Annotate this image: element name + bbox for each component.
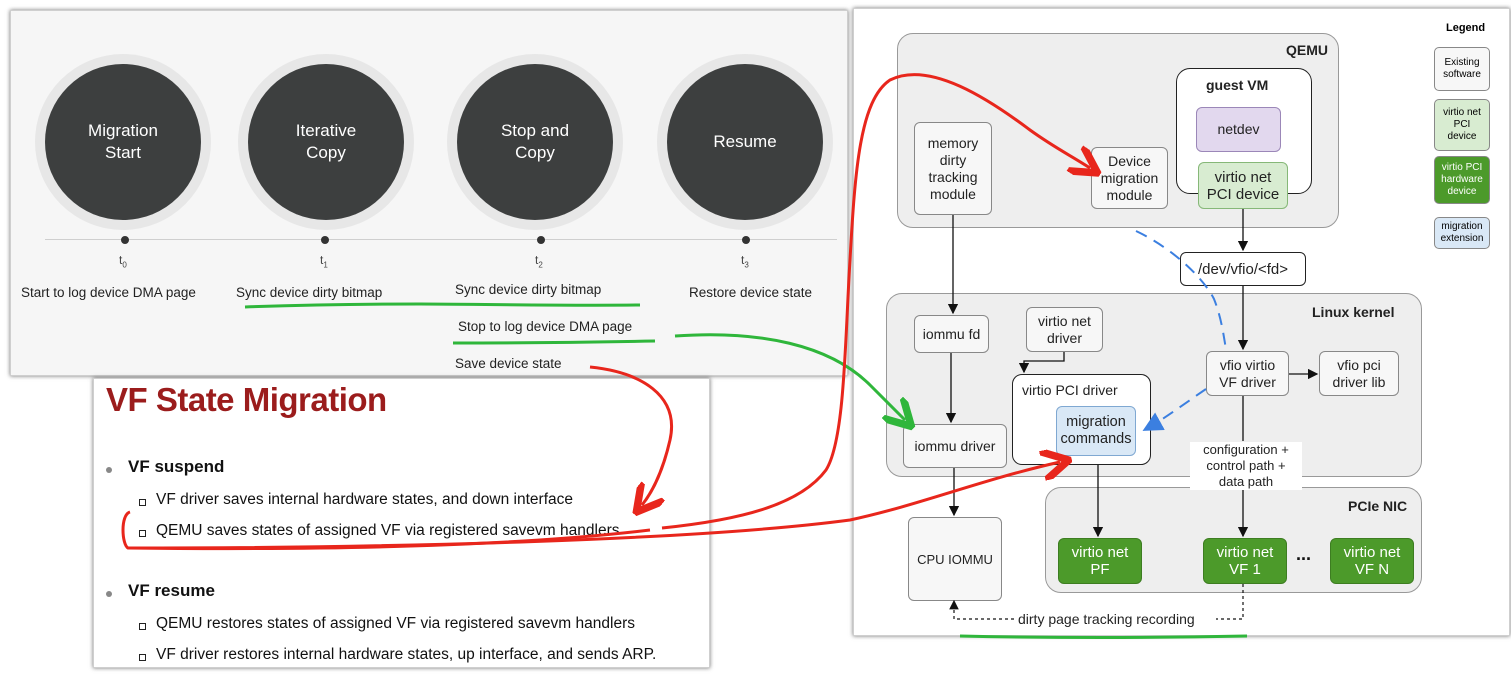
timeline-dot [321, 236, 329, 244]
vf-resume-item-1: QEMU restores states of assigned VF via … [156, 615, 635, 632]
qemu-label: QEMU [1286, 42, 1328, 58]
vf-suspend-item-1: VF driver saves internal hardware states… [156, 491, 573, 508]
timeline-axis [45, 239, 837, 240]
vf-resume-heading: VF resume [128, 581, 215, 600]
vf-resume-item-2: VF driver restores internal hardware sta… [156, 646, 657, 663]
timeline-dot [537, 236, 545, 244]
device-migration-module: Device migration module [1091, 147, 1168, 209]
tick-t1: t1 [320, 253, 328, 270]
dirty-page-tracking-recording: dirty page tracking recording [1016, 611, 1197, 627]
dev-vfio-fd: /dev/vfio/<fd> [1180, 252, 1306, 286]
timeline-dot [742, 236, 750, 244]
guest-vm-label: guest VM [1206, 77, 1269, 93]
virtio-net-vfn: virtio net VF N [1330, 538, 1414, 584]
bullet-square [139, 499, 146, 506]
dashed-recording-to-cpu-iommu [949, 599, 1014, 620]
desc-start-log: Start to log device DMA page [21, 285, 196, 300]
netdev-box: netdev [1196, 107, 1281, 152]
vf-suspend-heading: VF suspend [128, 457, 225, 476]
virtio-net-pci-device: virtio net PCI device [1198, 162, 1288, 209]
legend-existing-software: Existing software [1434, 47, 1490, 91]
bullet-square [139, 654, 146, 661]
blue-dashed-migration-to-vfdriver [1135, 230, 1227, 350]
vfio-virtio-vf-driver: vfio virtio VF driver [1206, 351, 1289, 396]
desc-sync-bitmap-1: Sync device dirty bitmap [236, 285, 383, 300]
pcie-nic-label: PCIe NIC [1348, 498, 1408, 514]
vf-title: VF State Migration [106, 381, 387, 418]
desc-sync-bitmap-2: Sync device dirty bitmap [455, 282, 602, 297]
blue-dashed-vfdriver-to-commands [1142, 388, 1207, 431]
bullet-dot [106, 591, 112, 597]
timeline-dot [121, 236, 129, 244]
phase-migration-start: Migration Start [45, 64, 201, 220]
tick-t2: t2 [535, 253, 543, 270]
dashed-vf-to-recording [1216, 584, 1244, 620]
bullet-square [139, 623, 146, 630]
bullet-square [139, 530, 146, 537]
legend-title: Legend [1446, 22, 1486, 34]
desc-save-state: Save device state [455, 356, 562, 371]
desc-stop-log: Stop to log device DMA page [458, 319, 633, 334]
migration-timeline-panel: Migration Start Iterative Copy Stop and … [10, 10, 848, 376]
ellipsis-label: ... [1296, 544, 1312, 564]
virtio-net-pf: virtio net PF [1058, 538, 1142, 584]
legend-virtio-pci-hw: virtio PCI hardware device [1434, 156, 1490, 204]
virtio-net-vf1: virtio net VF 1 [1203, 538, 1287, 584]
vf-state-migration-panel: VF State Migration VF suspend VF driver … [93, 378, 710, 668]
arrow-netdriver-to-pcidriver [1018, 352, 1065, 374]
tick-t0: t0 [119, 253, 127, 270]
desc-restore-state: Restore device state [689, 285, 813, 300]
vfio-pci-driver-lib: vfio pci driver lib [1319, 351, 1399, 396]
legend-virtio-net-pci: virtio net PCI device [1434, 99, 1490, 151]
phase-iterative-copy: Iterative Copy [248, 64, 404, 220]
legend-migration-extension: migration extension [1434, 217, 1490, 249]
tick-t3: t3 [741, 253, 749, 270]
linux-kernel-label: Linux kernel [1312, 304, 1395, 320]
architecture-diagram-panel: QEMU guest VM Linux kernel PCIe NIC memo… [853, 8, 1510, 636]
phase-resume: Resume [667, 64, 823, 220]
phase-stop-and-copy: Stop and Copy [457, 64, 613, 220]
vf-suspend-item-2: QEMU saves states of assigned VF via reg… [156, 522, 620, 539]
config-control-data-path: configuration + control path + data path [1190, 442, 1302, 490]
bullet-dot [106, 467, 112, 473]
diagram-arrows [945, 209, 1319, 620]
